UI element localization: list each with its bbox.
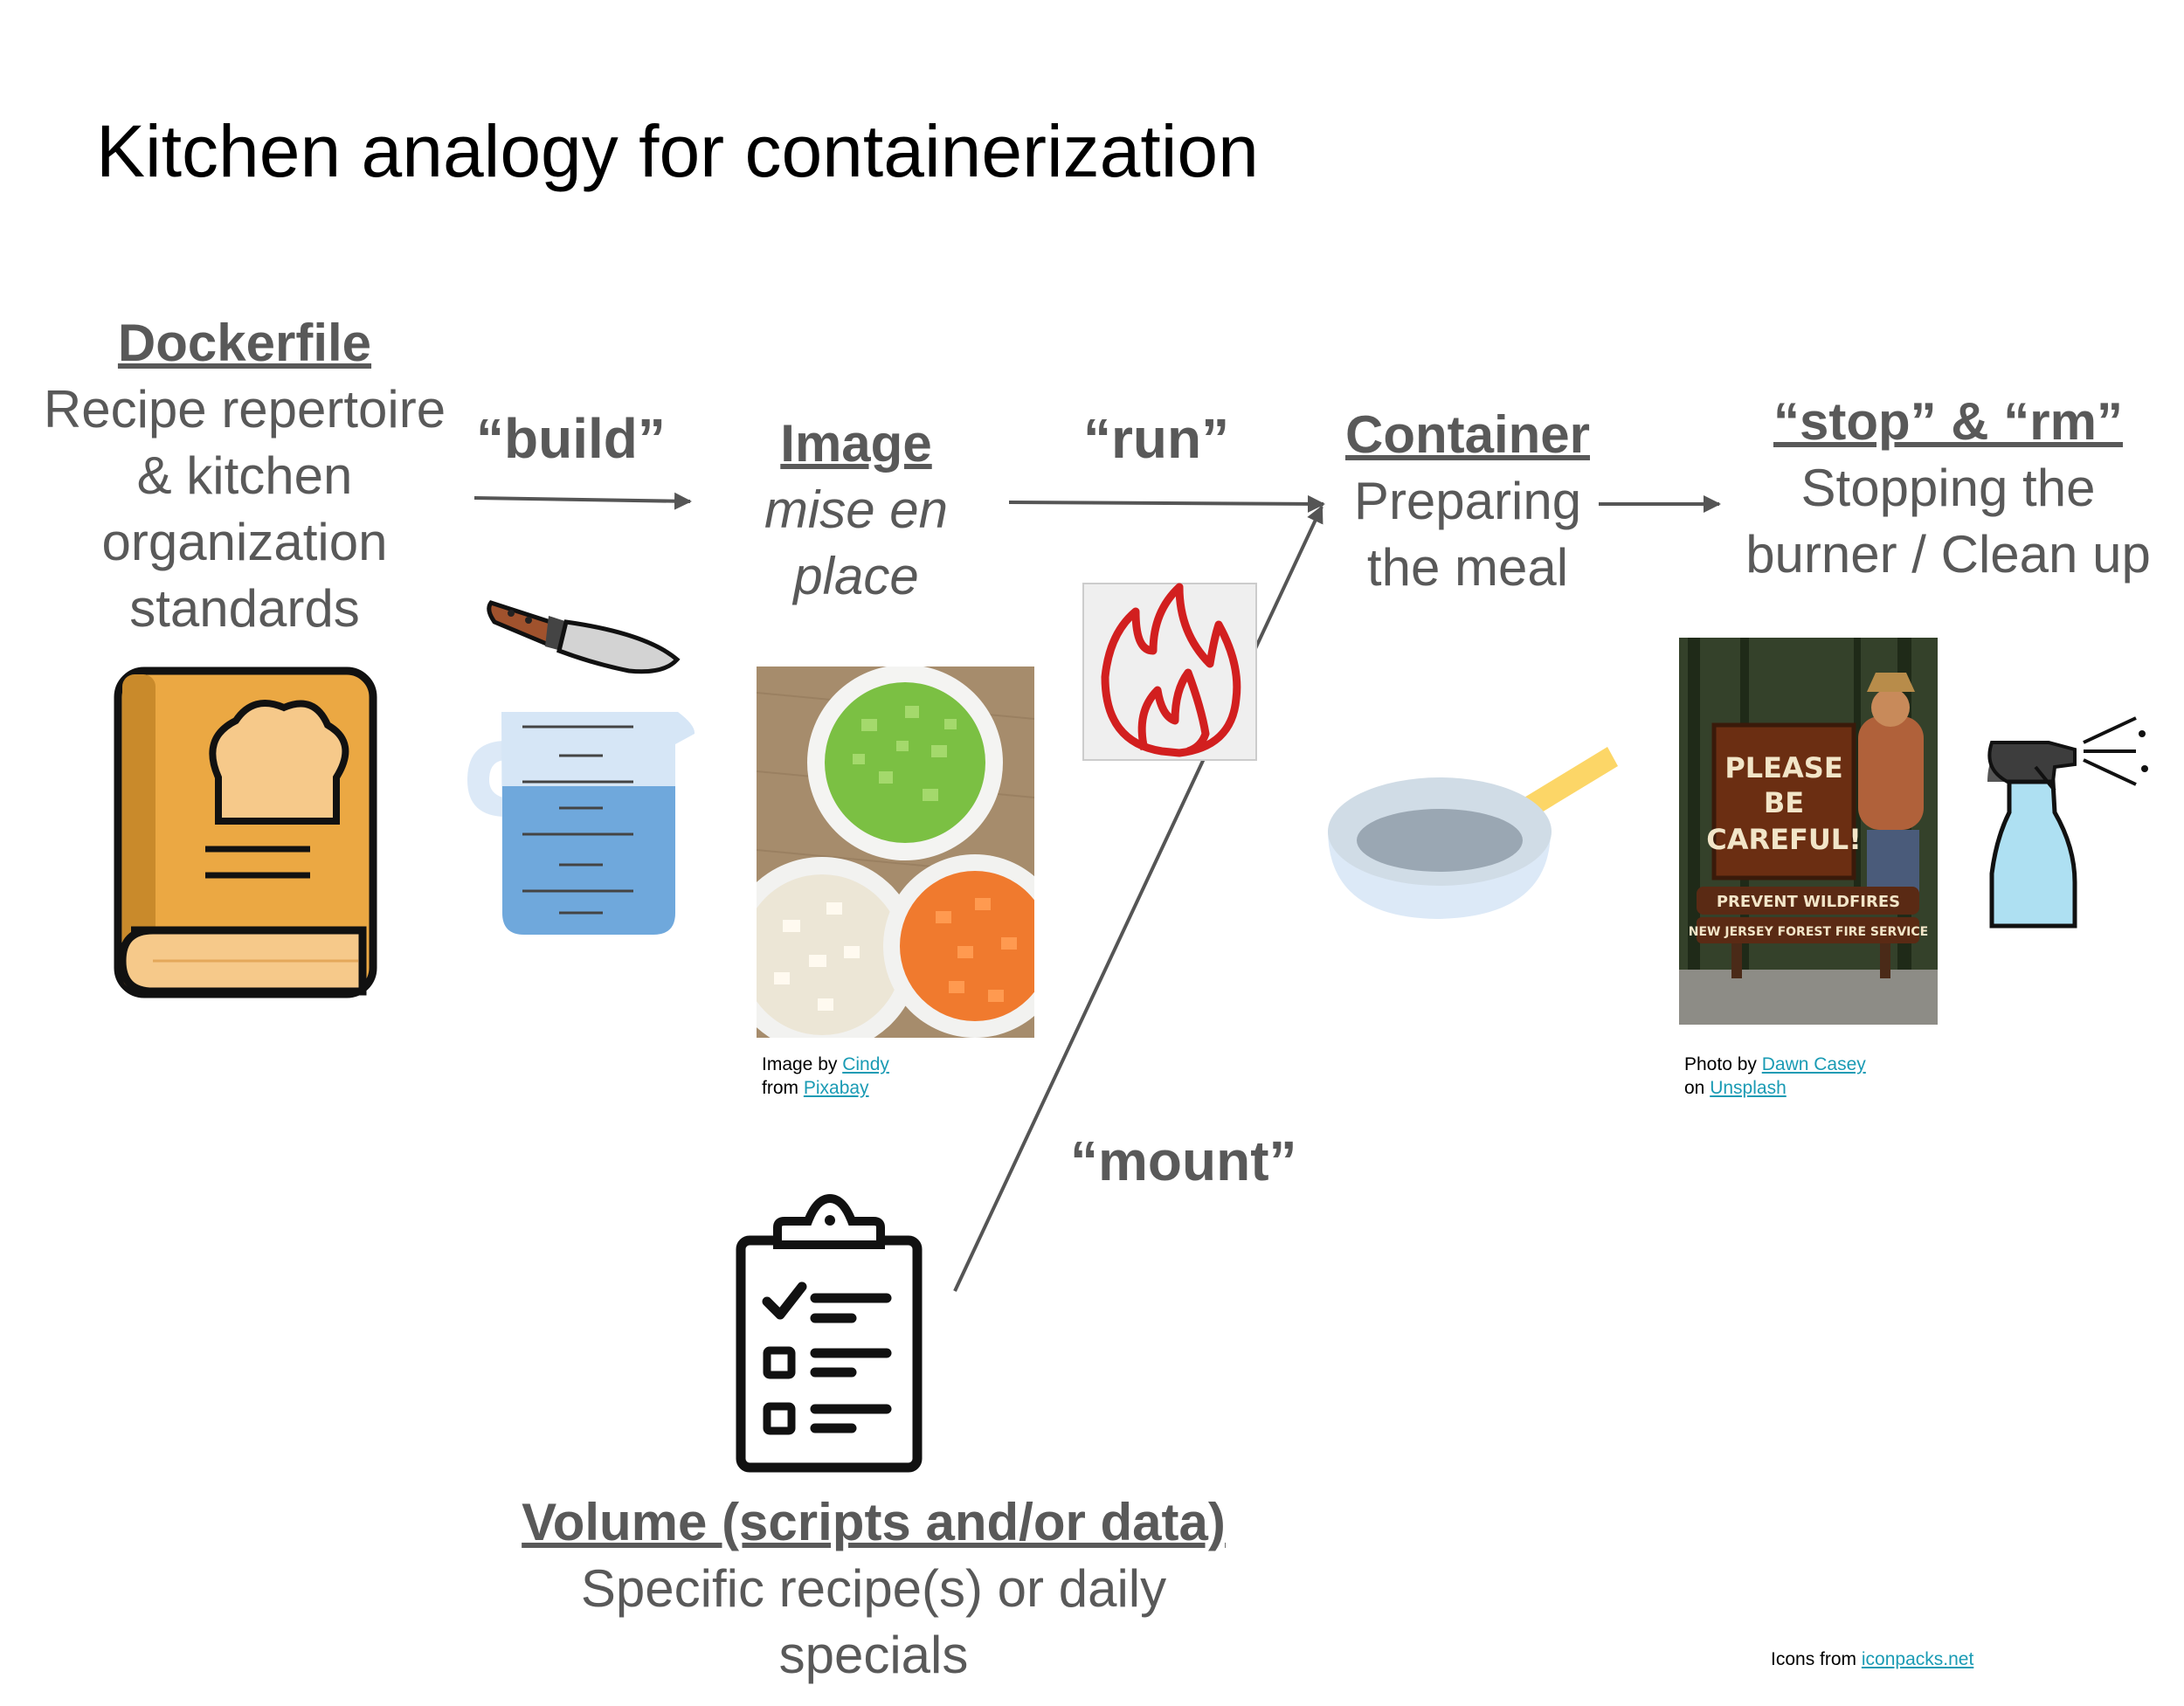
footer-text: Icons from bbox=[1771, 1649, 1862, 1669]
volume-line: specials bbox=[778, 1626, 969, 1684]
image-heading: Image bbox=[780, 414, 932, 473]
volume-line: Specific recipe(s) or daily bbox=[580, 1559, 1167, 1618]
wildfire-sign-photo: PLEASE BE CAREFUL! PREVENT WILDFIRES NEW… bbox=[1679, 638, 1938, 1025]
sign-line-5: NEW JERSEY FOREST FIRE SERVICE bbox=[1689, 925, 1928, 939]
build-arrow bbox=[473, 492, 692, 510]
container-line: the meal bbox=[1366, 538, 1569, 597]
credit-text: on bbox=[1684, 1078, 1711, 1098]
sign-line-3: CAREFUL! bbox=[1706, 823, 1862, 856]
sign-line-1: PLEASE bbox=[1724, 751, 1842, 784]
run-arrow bbox=[1008, 494, 1325, 513]
image-node: Image mise en place bbox=[716, 411, 996, 610]
stop-rm-node: “stop” & “rm” Stopping the burner / Clea… bbox=[1712, 389, 2184, 588]
stop-rm-heading: “stop” & “rm” bbox=[1773, 392, 2124, 451]
cindy-link[interactable]: Cindy bbox=[842, 1054, 889, 1074]
vegetables-photo bbox=[757, 667, 1034, 1038]
image-credit: Image by Cindy from Pixabay bbox=[762, 1053, 889, 1100]
volume-node: Volume (scripts and/or data) Specific re… bbox=[437, 1489, 1310, 1689]
credit-text: from bbox=[762, 1078, 804, 1098]
dockerfile-line: Recipe repertoire bbox=[43, 380, 446, 439]
build-label: “build” bbox=[476, 407, 666, 470]
container-line: Preparing bbox=[1353, 472, 1582, 530]
dockerfile-line: organization bbox=[101, 513, 388, 571]
image-line: mise en bbox=[764, 480, 949, 539]
dockerfile-line: & kitchen bbox=[136, 446, 353, 505]
sign-line-4: PREVENT WILDFIRES bbox=[1717, 893, 1900, 911]
page-title: Kitchen analogy for containerization bbox=[96, 110, 1259, 192]
stop-rm-line: burner / Clean up bbox=[1745, 525, 2151, 584]
volume-heading: Volume (scripts and/or data) bbox=[522, 1493, 1226, 1551]
sign-line-2: BE bbox=[1764, 786, 1804, 819]
iconpacks-link[interactable]: iconpacks.net bbox=[1861, 1649, 1974, 1669]
dawn-casey-link[interactable]: Dawn Casey bbox=[1761, 1054, 1866, 1074]
mount-arrow bbox=[953, 505, 1324, 1292]
credit-text: Photo by bbox=[1684, 1054, 1762, 1074]
dockerfile-node: Dockerfile Recipe repertoire & kitchen o… bbox=[26, 310, 463, 642]
photo-credit: Photo by Dawn Casey on Unsplash bbox=[1684, 1053, 1866, 1100]
container-node: Container Preparing the meal bbox=[1293, 402, 1642, 601]
unsplash-link[interactable]: Unsplash bbox=[1710, 1078, 1787, 1098]
image-line: place bbox=[793, 547, 919, 605]
container-heading: Container bbox=[1344, 405, 1591, 464]
pixabay-link[interactable]: Pixabay bbox=[803, 1078, 869, 1098]
dockerfile-heading: Dockerfile bbox=[117, 314, 372, 372]
stop-rm-line: Stopping the bbox=[1800, 459, 2096, 517]
icons-credit: Icons from iconpacks.net bbox=[1771, 1649, 1973, 1670]
dockerfile-line: standards bbox=[129, 579, 360, 638]
mount-label: “mount” bbox=[1070, 1129, 1297, 1192]
run-label: “run” bbox=[1083, 407, 1230, 470]
credit-text: Image by bbox=[762, 1054, 843, 1074]
